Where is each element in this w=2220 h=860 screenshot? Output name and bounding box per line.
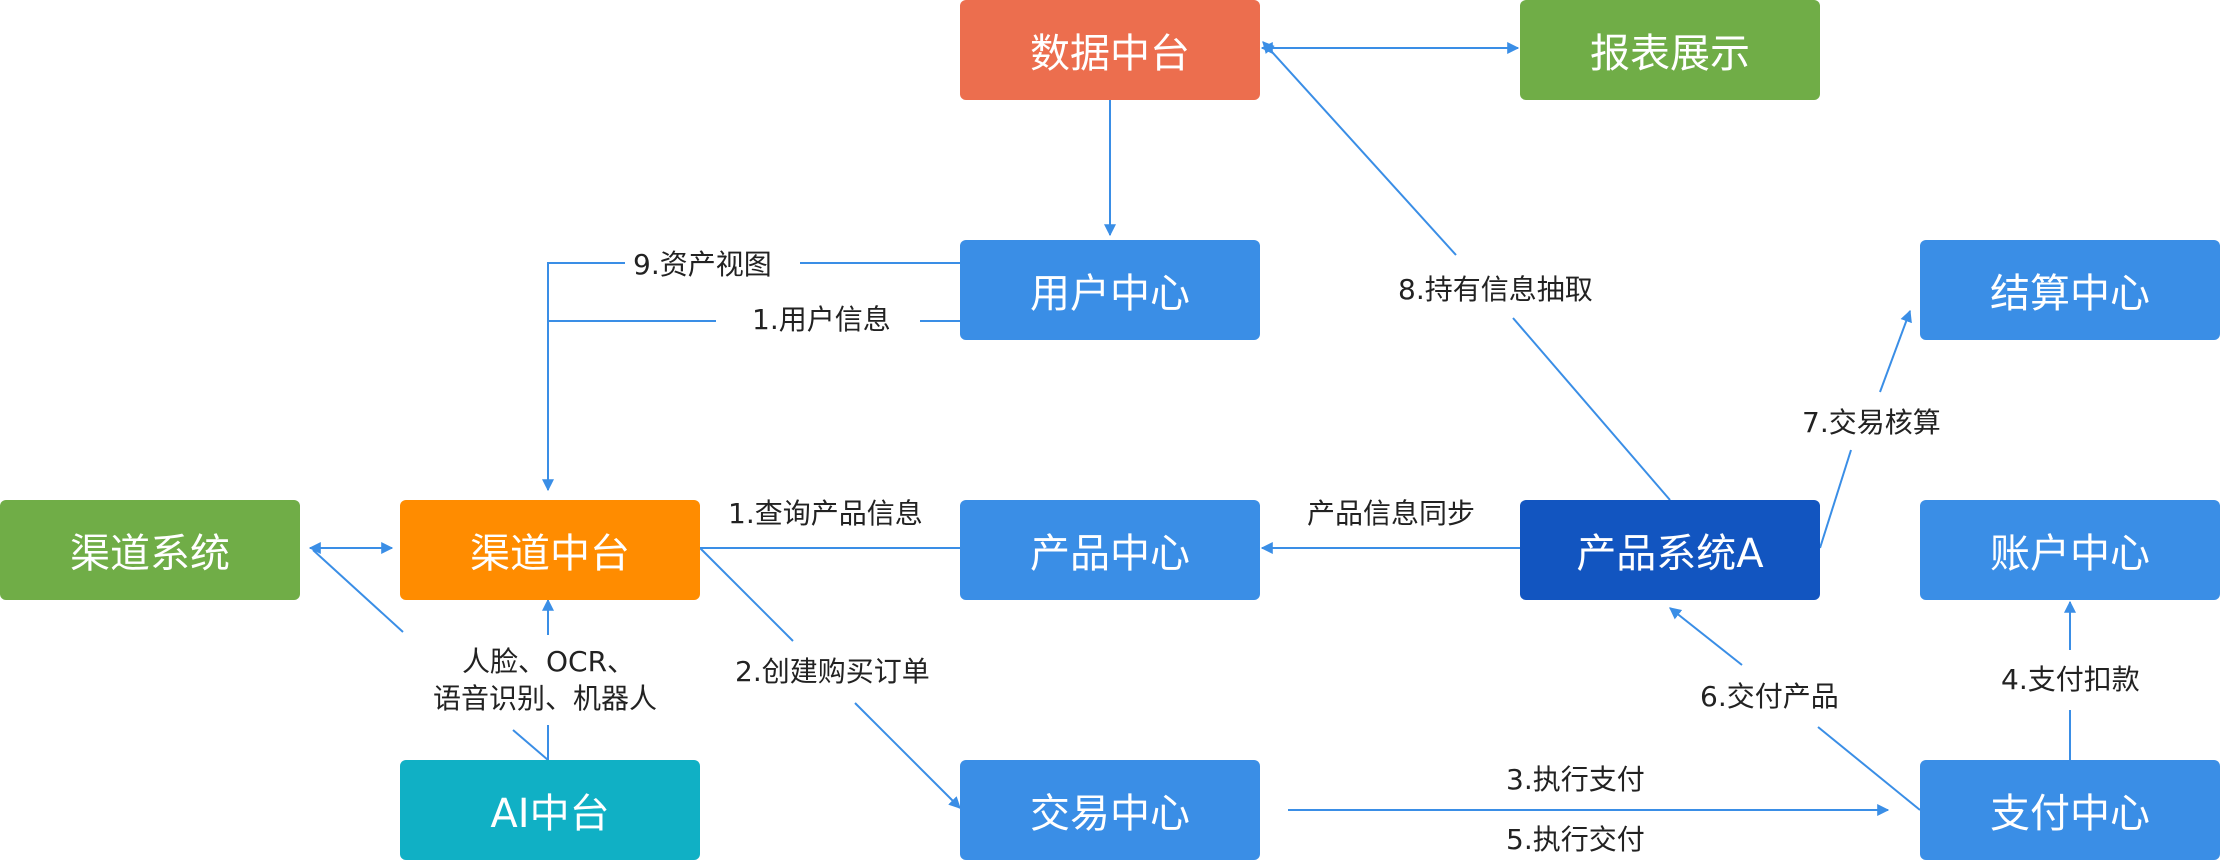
label-user-info: 1.用户信息 [752,303,891,336]
label-asset-view: 9.资产视图 [633,248,772,281]
label-exec-deliver: 5.执行交付 [1506,823,1645,856]
node-product-system-a: 产品系统A [1520,500,1820,600]
edge-create-order [699,547,794,642]
label-exec-pay: 3.执行支付 [1506,763,1645,796]
node-settlement: 结算中心 [1920,240,2220,340]
node-ai-center: AI中台 [400,760,700,860]
node-trade-center: 交易中心 [960,760,1260,860]
edge-deliver [1817,726,1921,811]
label-query-product: 1.查询产品信息 [728,497,923,530]
label-product-sync: 产品信息同步 [1307,497,1476,530]
edge-deliver-2 [1669,607,1743,666]
edge-settle-2 [1879,309,1912,393]
label-pay-deduct: 4.支付扣款 [2001,663,2140,696]
node-channel-center: 渠道中台 [400,500,700,600]
node-user-center: 用户中心 [960,240,1260,340]
edge-create-order-2 [854,702,961,809]
label-settle: 7.交易核算 [1802,406,1941,439]
node-pay-center: 支付中心 [1920,760,2220,860]
edge-hold-info [1512,317,1671,501]
label-ai-line1: 人脸、OCR、 [462,645,636,678]
edge-asset-view-2 [542,262,625,492]
label-deliver-product: 6.交付产品 [1700,680,1839,713]
edge-ai-diag-2 [512,729,549,761]
edge-ai-diag [312,549,404,633]
label-hold-info: 8.持有信息抽取 [1398,273,1593,306]
node-product-center: 产品中心 [960,500,1260,600]
node-channel-system: 渠道系统 [0,500,300,600]
node-report: 报表展示 [1520,0,1820,100]
node-data-center: 数据中台 [960,0,1260,100]
edge-hold-info-2 [1262,41,1457,256]
node-account-center: 账户中心 [1920,500,2220,600]
label-ai-line2: 语音识别、机器人 [433,682,658,715]
label-create-order: 2.创建购买订单 [735,655,930,688]
edge-settle [1819,449,1852,549]
